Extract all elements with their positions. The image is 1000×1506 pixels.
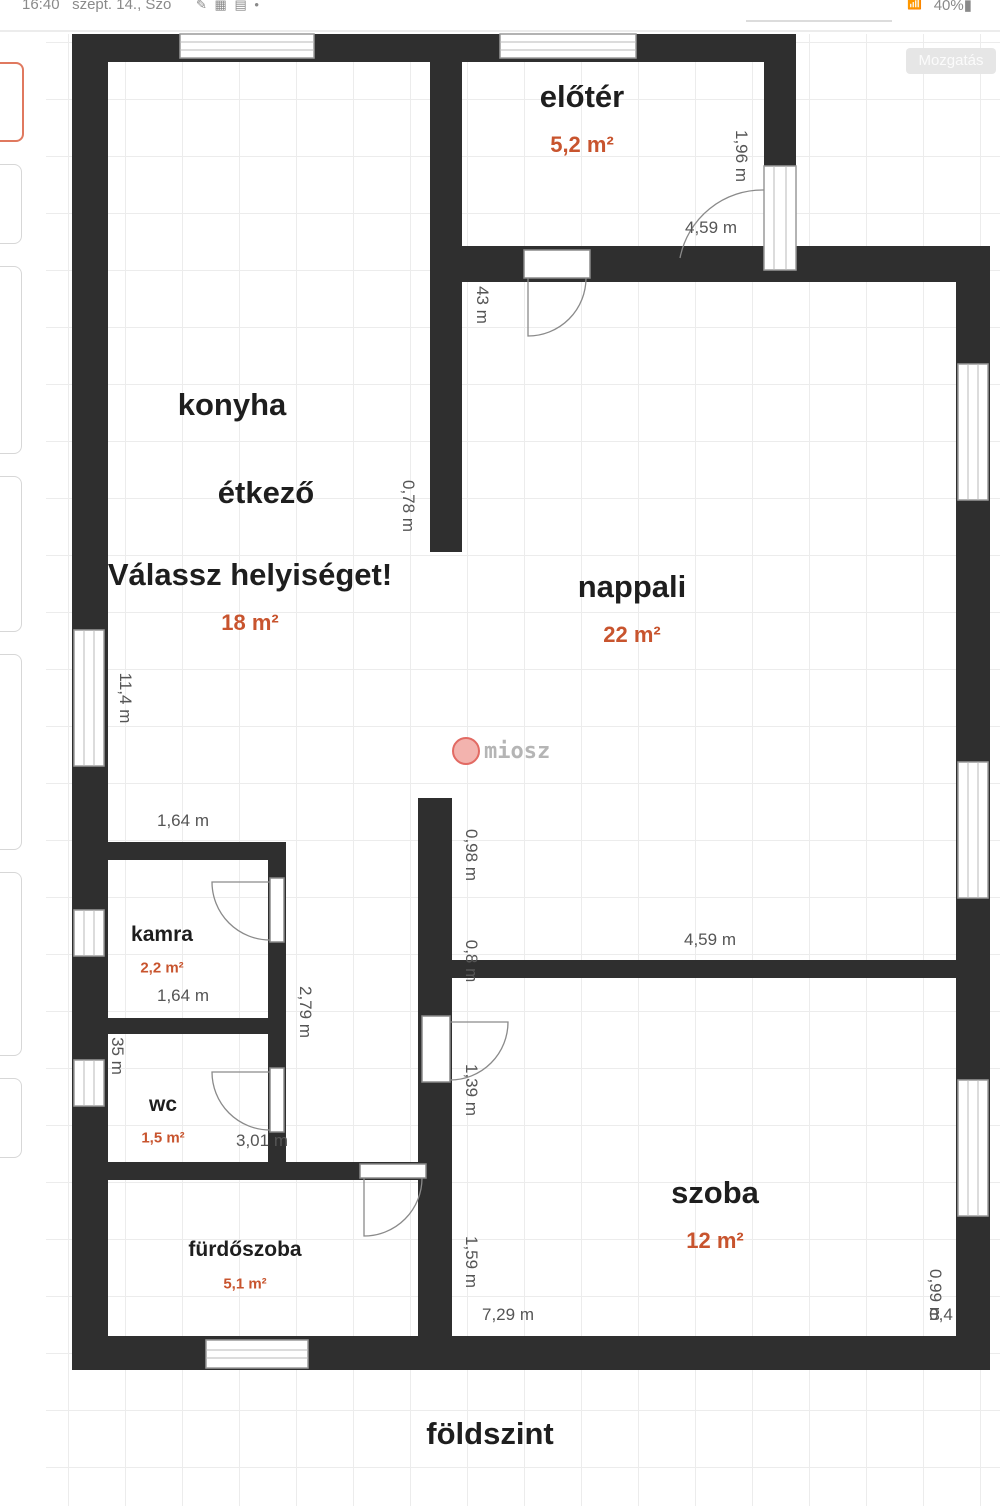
- room-area-furdoszoba: 5,1 m²: [223, 1275, 267, 1293]
- dimension-label: 0,8 m: [462, 939, 481, 983]
- wall-wc-bath: [104, 1162, 430, 1180]
- door-frame-entry-living: [523, 249, 591, 279]
- floor-label: földszint: [426, 1416, 554, 1451]
- header-divider: [0, 30, 1000, 32]
- status-time-date: 16:40 szept. 14., Szo: [22, 0, 171, 13]
- wall-entry-bottom: [430, 246, 990, 282]
- tool-button-3[interactable]: [0, 266, 22, 454]
- room-name-eloter[interactable]: előtér: [539, 79, 625, 114]
- status-date: szept. 14., Szo: [72, 0, 172, 13]
- status-time: 16:40: [22, 0, 60, 13]
- dimension-label: 1,96 m: [732, 130, 751, 182]
- tool-button-2[interactable]: [0, 164, 22, 244]
- dimension-label: 1,59 m: [462, 1236, 481, 1288]
- dimension-label: 1,64 m: [157, 986, 209, 1005]
- room-name-wc[interactable]: wc: [148, 1093, 178, 1116]
- wall-pantry-wc: [104, 1018, 282, 1034]
- battery-level: 40%▮: [934, 0, 972, 14]
- calendar-icon: ▦: [214, 0, 229, 12]
- door-frame-bath: [359, 1163, 427, 1179]
- status-icons: ✎ ▦ ▤ •: [196, 0, 261, 13]
- door-swings: [211, 189, 765, 1237]
- window-bath: [205, 1339, 309, 1369]
- watermark-logo: miosz: [452, 737, 550, 765]
- door-swing-wc: [211, 1071, 271, 1131]
- watermark-text: miosz: [484, 738, 551, 764]
- tool-button-5[interactable]: [0, 654, 22, 850]
- window-wc: [73, 1059, 105, 1107]
- room-name-szoba[interactable]: szoba: [671, 1175, 759, 1210]
- doors: [269, 249, 591, 1179]
- door-swing-entry-living: [527, 277, 587, 337]
- room-area-wc: 1,5 m²: [141, 1129, 185, 1147]
- status-bar: 16:40 szept. 14., Szo ✎ ▦ ▤ • 📶 40%▮: [0, 0, 1000, 18]
- dimension-label: 0,78 m: [399, 480, 418, 532]
- room-area-nappali: 22 m²: [603, 622, 661, 647]
- room-name-konyha[interactable]: konyha: [177, 387, 287, 422]
- dimension-label: 1,64 m: [157, 811, 209, 830]
- room-area-kamra: 2,2 m²: [140, 959, 184, 977]
- tool-button-1[interactable]: [0, 62, 24, 142]
- tool-button-4[interactable]: [0, 476, 22, 632]
- room-area-kitchen: 18 m²: [221, 610, 279, 635]
- dimension-label: 7,29 m: [482, 1305, 534, 1324]
- door-swing-pantry: [211, 881, 271, 941]
- notification-dot-icon: •: [254, 0, 261, 12]
- tool-sidebar: [0, 34, 46, 1506]
- window-entry-side: [763, 165, 797, 271]
- wall-entry-right: [764, 34, 796, 166]
- room-area-eloter: 5,2 m²: [550, 132, 614, 157]
- dimension-label: 2,79 m: [296, 986, 315, 1038]
- room-name-nappali[interactable]: nappali: [577, 569, 687, 604]
- door-frame-pantry: [269, 877, 285, 943]
- door-frame-bedroom: [421, 1015, 451, 1083]
- door-swing-entry-outer: [679, 189, 765, 259]
- wall-pantry-top: [104, 842, 286, 860]
- room-name-etkezo[interactable]: étkező: [217, 475, 315, 510]
- gallery-icon: ▤: [234, 0, 249, 12]
- wall-kitchen-divider: [430, 34, 462, 552]
- dimension-label: 1,39 m: [462, 1064, 481, 1116]
- wall-living-bedroom: [418, 960, 958, 978]
- room-name-kamra[interactable]: kamra: [131, 923, 193, 946]
- window-top-kitchen: [179, 33, 315, 59]
- search-underline: [746, 20, 892, 22]
- dimension-label: 0,98 m: [462, 829, 481, 881]
- battery-icon: ▮: [963, 0, 972, 14]
- window-bedroom: [957, 1079, 989, 1217]
- room-name-select[interactable]: Válassz helyiséget!: [107, 557, 393, 592]
- door-frame-wc: [269, 1067, 285, 1133]
- door-swing-bath: [363, 1177, 423, 1237]
- dimension-label: 11,4 m: [116, 672, 135, 724]
- logo-icon: [452, 737, 480, 765]
- dimension-label: 0,4: [929, 1305, 953, 1324]
- dimension-label: 43 m: [473, 286, 492, 324]
- window-kitchen-side: [73, 629, 105, 767]
- signal-icon: 📶: [907, 0, 922, 10]
- door-swing-bedroom: [449, 1021, 509, 1081]
- dimension-label: 3,01 m: [236, 1131, 288, 1150]
- window-lines: [83, 41, 979, 1359]
- tool-button-6[interactable]: [0, 872, 22, 1056]
- window-living-2: [957, 761, 989, 899]
- tool-button-7[interactable]: [0, 1078, 22, 1158]
- window-living-1: [957, 363, 989, 501]
- move-mode-button[interactable]: Mozgatás: [906, 48, 996, 74]
- cast-icon: ✎: [196, 0, 209, 12]
- windows: [73, 33, 989, 1369]
- dimension-label: 4,59 m: [684, 930, 736, 949]
- walls: [72, 34, 990, 1370]
- dimension-label: 4,59 m: [685, 218, 737, 237]
- window-top-entry: [499, 33, 637, 59]
- window-pantry: [73, 909, 105, 957]
- dimension-label: 35 m: [108, 1037, 127, 1075]
- battery-text: 40%: [933, 0, 964, 14]
- room-name-furdoszoba[interactable]: fürdőszoba: [188, 1238, 302, 1261]
- room-area-szoba: 12 m²: [686, 1228, 744, 1253]
